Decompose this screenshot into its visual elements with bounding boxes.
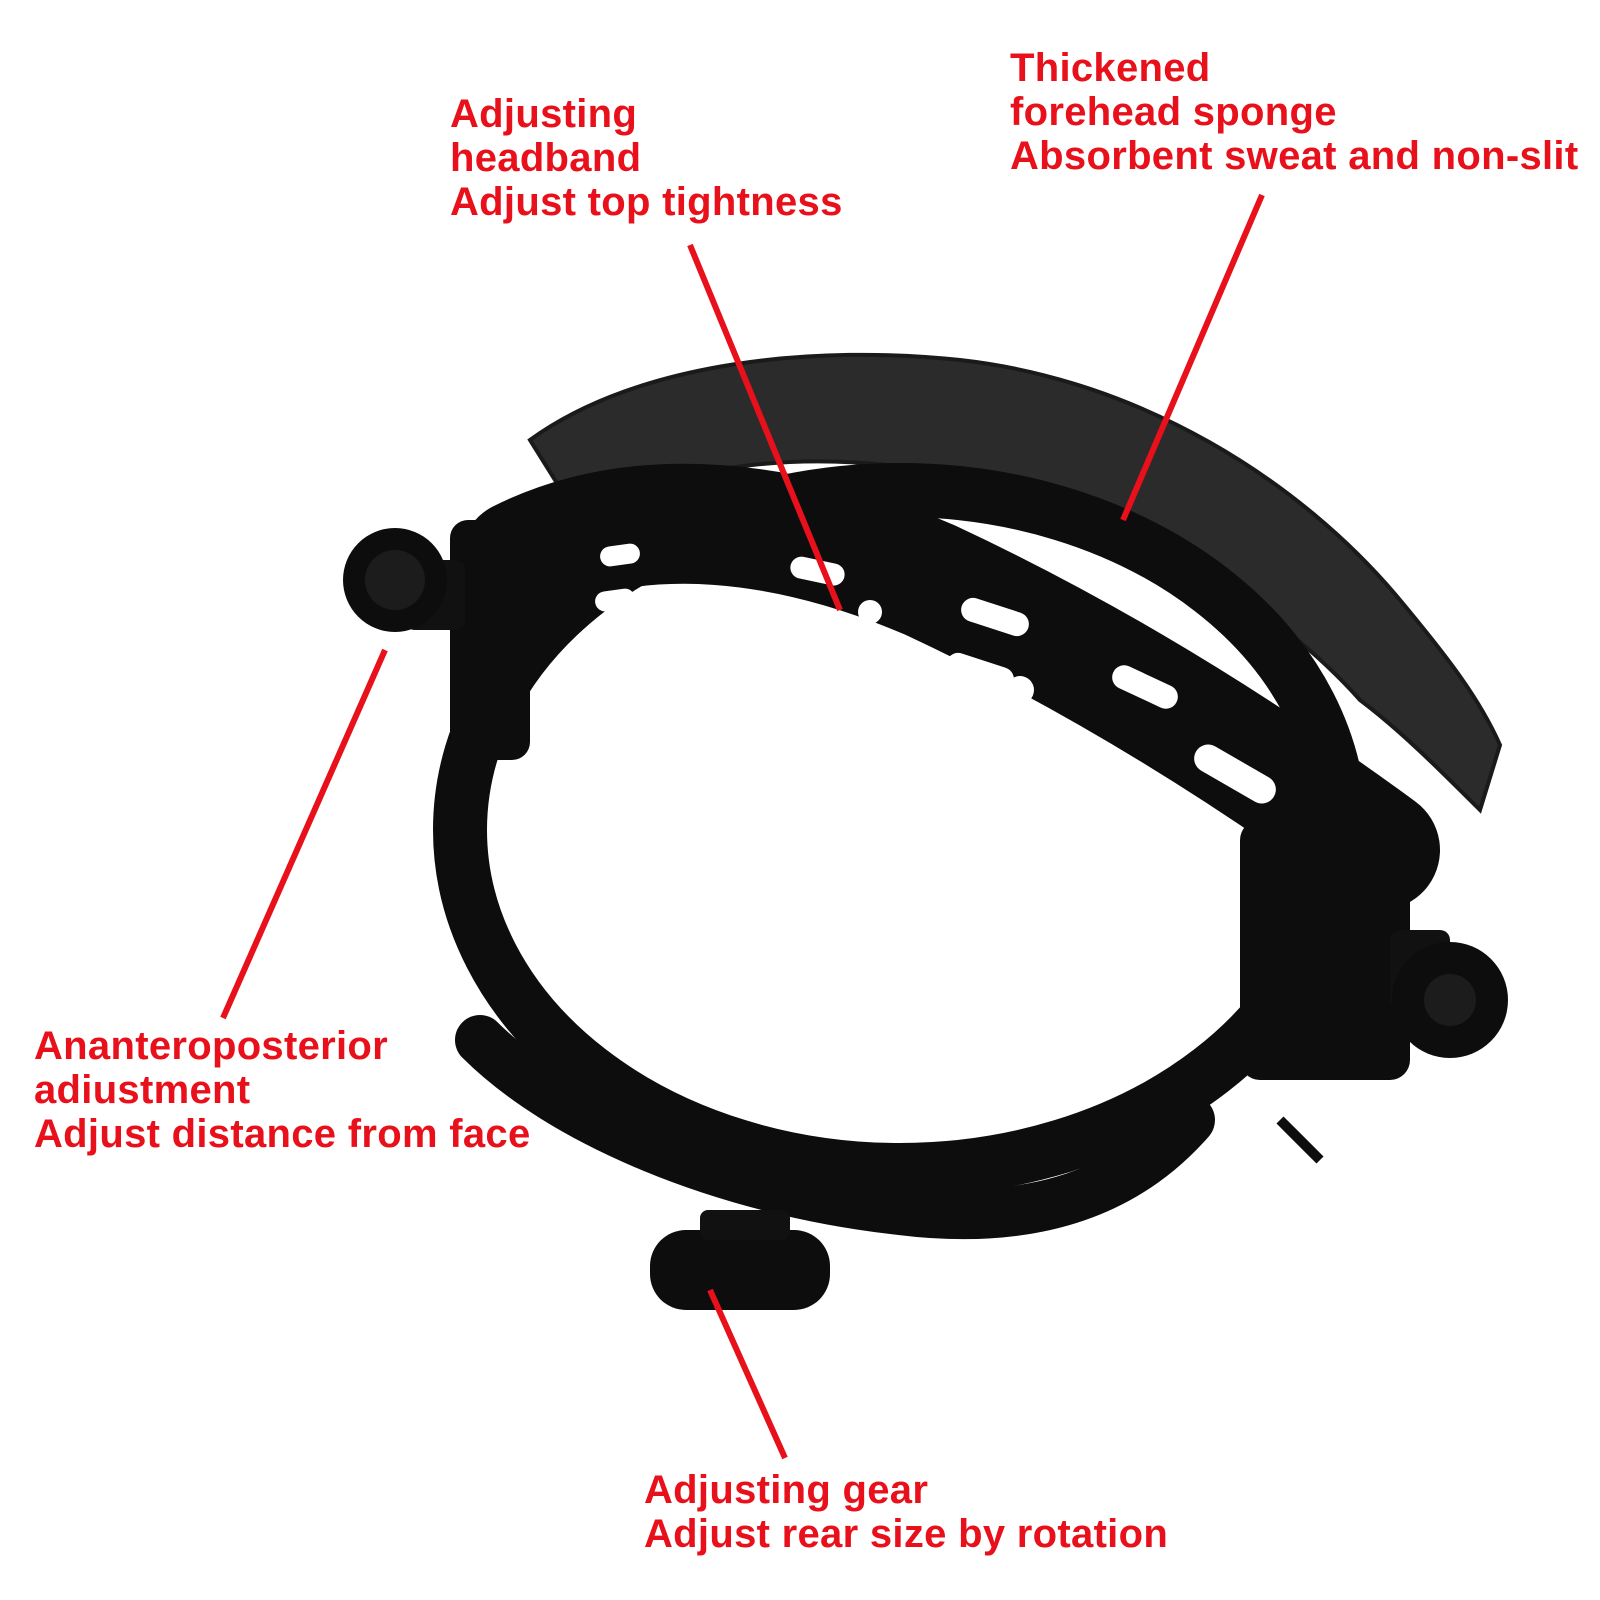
callout-forehead-sponge: Thickened forehead sponge Absorbent swea…	[1010, 46, 1578, 178]
right-pivot-assembly	[1240, 820, 1508, 1164]
callout-line: Adjust distance from face	[34, 1112, 531, 1156]
leader-line-gear	[707, 1288, 788, 1460]
callout-line: adiustment	[34, 1068, 251, 1112]
callout-line: Absorbent sweat and non-slit	[1010, 134, 1579, 178]
callout-line: headband	[450, 136, 642, 180]
rear-strap	[455, 1015, 1215, 1240]
callout-line: forehead sponge	[1010, 90, 1337, 134]
leader-line-headband	[687, 243, 843, 612]
rear-adjusting-gear	[650, 1210, 830, 1310]
crown-strap-vents	[595, 543, 1276, 804]
leader-line-sponge	[1120, 193, 1265, 522]
leader-line-anteroposterior	[220, 648, 388, 1020]
callout-line: Thickened	[1010, 46, 1211, 90]
callout-line: Adjust top tightness	[450, 180, 843, 224]
callout-line: Adjusting	[450, 92, 638, 136]
left-pivot-assembly	[343, 520, 530, 760]
callout-line: Ananteroposterior	[34, 1024, 389, 1068]
callout-anteroposterior-adjustment: Ananteroposterior adiustment Adjust dist…	[34, 1024, 531, 1156]
callout-adjusting-gear: Adjusting gear Adjust rear size by rotat…	[644, 1468, 1168, 1556]
callout-line: Adjust rear size by rotation	[644, 1512, 1169, 1556]
crown-strap	[460, 463, 1440, 910]
callout-adjusting-headband: Adjusting headband Adjust top tightness	[450, 92, 843, 224]
callout-line: Adjusting gear	[644, 1468, 929, 1512]
